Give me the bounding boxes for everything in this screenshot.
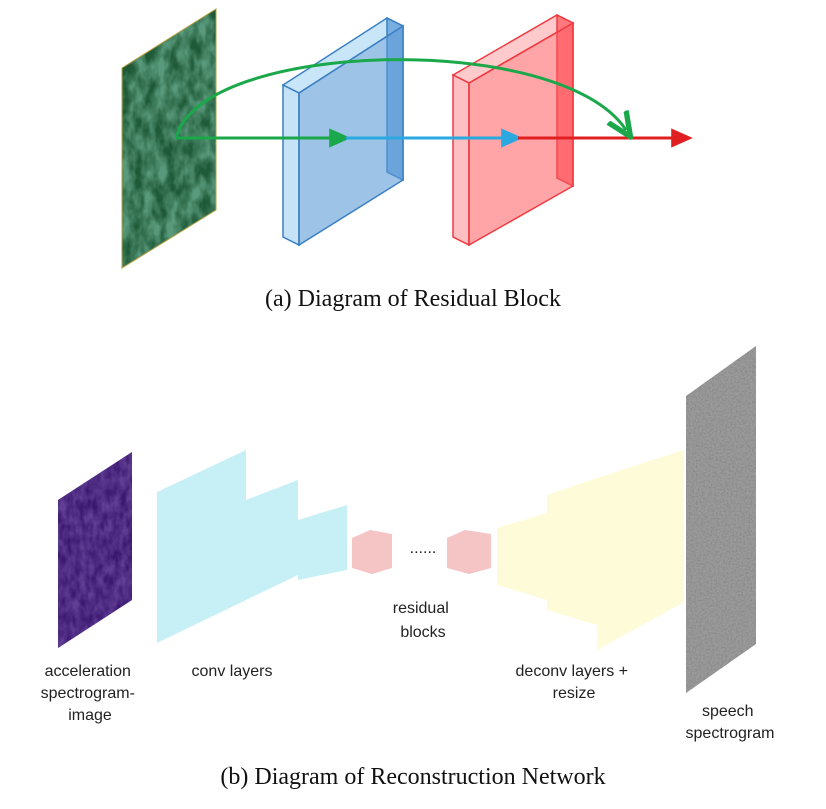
residual-blocks <box>352 530 491 574</box>
caption-b: (b) Diagram of Reconstruction Network <box>220 764 605 790</box>
acceleration-spectrogram-image <box>58 452 132 648</box>
caption-a: (a) Diagram of Residual Block <box>265 286 561 312</box>
label-speech-spectrogram: speech spectrogram <box>686 703 775 742</box>
residual-block-diagram: (a) Diagram of Residual Block <box>121 8 693 312</box>
label-input: acceleration spectrogram- image <box>41 663 140 724</box>
speech-spectrogram-image <box>686 346 756 693</box>
label-deconv-layers: deconv layers + resize <box>516 663 633 702</box>
deconv-layers <box>497 450 684 650</box>
conv-layers <box>157 450 347 643</box>
first-layer-block <box>281 16 405 247</box>
second-layer-block <box>451 13 575 247</box>
skip-connection-arrow <box>174 58 626 138</box>
label-residual-blocks: residual blocks <box>393 600 453 641</box>
label-conv-layers: conv layers <box>192 663 273 680</box>
reconstruction-network-diagram: ...... acceleration spectrogram- image c… <box>41 346 775 790</box>
ellipsis-text: ...... <box>410 540 437 557</box>
